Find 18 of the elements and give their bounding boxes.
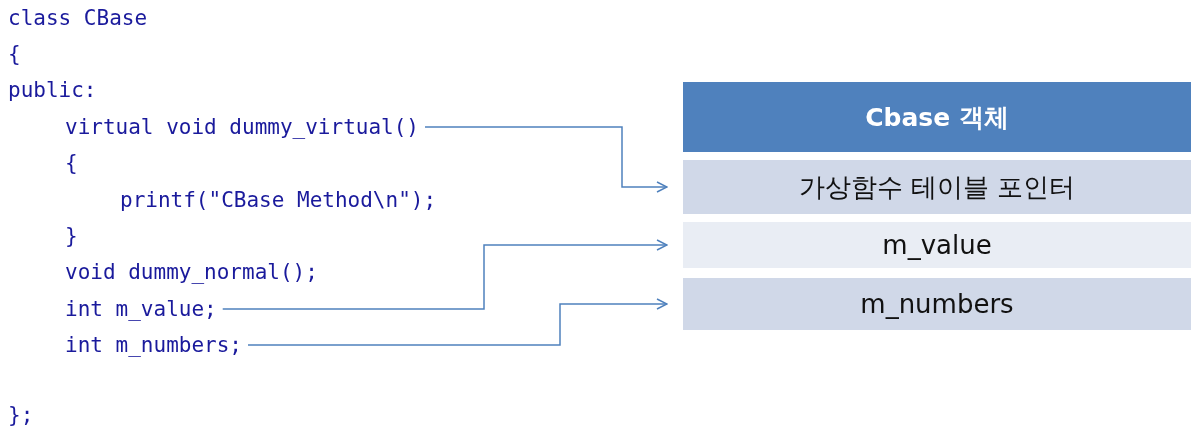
code-line: {	[8, 41, 21, 68]
code-line: void dummy_normal();	[65, 259, 318, 286]
code-line: class CBase	[8, 5, 148, 32]
code-line: virtual void dummy_virtual()	[65, 113, 419, 141]
code-line: public:	[8, 77, 97, 104]
arrow	[247, 298, 668, 346]
code-line: };	[8, 402, 34, 429]
code-line: }	[65, 223, 78, 250]
code-line: printf("CBase Method\n");	[120, 187, 437, 214]
arrow	[221, 239, 668, 310]
arrow	[424, 126, 668, 193]
code-line: int m_value;	[65, 295, 217, 323]
table-row: 가상함수 테이블 포인터	[683, 160, 1191, 214]
table-row: m_numbers	[683, 278, 1191, 330]
table-header: Cbase 객체	[683, 82, 1191, 152]
table-row: m_value	[683, 222, 1191, 268]
code-line: int m_numbers;	[65, 331, 242, 359]
code-line: {	[65, 150, 78, 177]
